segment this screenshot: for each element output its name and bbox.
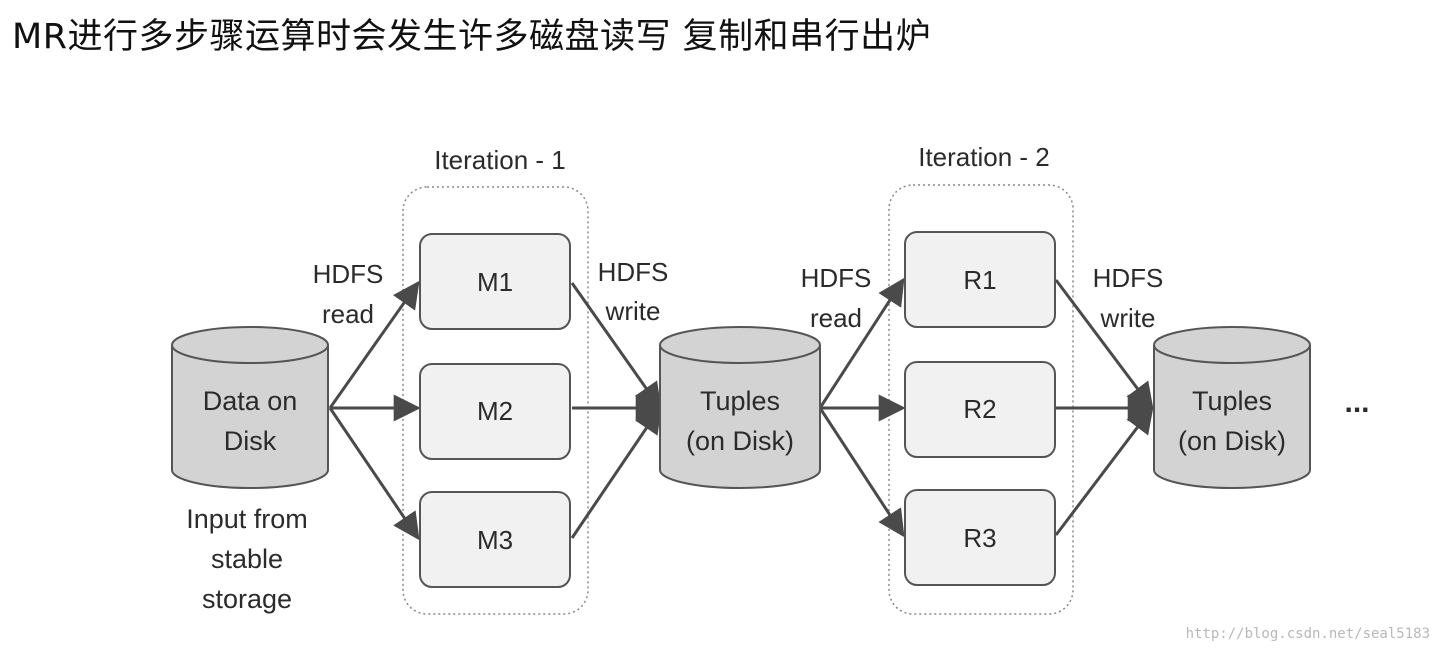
iteration-2-label: Iteration - 2 bbox=[918, 142, 1050, 172]
input-label-line-1: Input from bbox=[186, 504, 308, 534]
node-m3 bbox=[419, 491, 571, 588]
cylinder-2-line-1: Tuples bbox=[700, 386, 780, 416]
cylinder-3-line-1: Tuples bbox=[1192, 386, 1272, 416]
arrows-read-2 bbox=[818, 277, 906, 538]
flow-label-write-2-a: HDFS bbox=[1093, 263, 1164, 293]
cylinder-1-line-2: Disk bbox=[224, 426, 277, 456]
node-r3 bbox=[904, 489, 1056, 586]
input-label-line-2: stable bbox=[211, 544, 283, 574]
iteration-2-nodes bbox=[904, 231, 1056, 586]
node-r2-label: R2 bbox=[963, 394, 996, 424]
node-r1 bbox=[904, 231, 1056, 328]
cylinder-3-line-2: (on Disk) bbox=[1178, 426, 1286, 456]
arrows-write-1 bbox=[570, 282, 663, 539]
cylinder-tuples-2 bbox=[1153, 326, 1311, 489]
cylinder-1-line-1: Data on bbox=[203, 386, 298, 416]
input-label-line-3: storage bbox=[202, 584, 292, 614]
flow-label-read-2-b: read bbox=[810, 303, 862, 333]
node-m1-label: M1 bbox=[477, 267, 513, 297]
watermark: http://blog.csdn.net/seal5183 bbox=[1186, 626, 1430, 642]
node-r2 bbox=[904, 361, 1056, 458]
node-r3-label: R3 bbox=[963, 523, 996, 553]
arrows-write-2 bbox=[1054, 279, 1155, 536]
node-m2-label: M2 bbox=[477, 396, 513, 426]
flow-label-write-1-a: HDFS bbox=[598, 257, 669, 287]
node-m2 bbox=[419, 363, 571, 460]
flow-label-read-1-b: read bbox=[322, 299, 374, 329]
flow-label-read-2-a: HDFS bbox=[801, 263, 872, 293]
continuation-ellipsis: ... bbox=[1344, 386, 1369, 419]
flow-label-read-1-a: HDFS bbox=[313, 259, 384, 289]
node-m3-label: M3 bbox=[477, 525, 513, 555]
cylinder-tuples-1 bbox=[659, 326, 821, 489]
node-m1 bbox=[419, 233, 571, 330]
node-r1-label: R1 bbox=[963, 265, 996, 295]
arrows-read-1 bbox=[328, 280, 421, 541]
flow-label-write-1-b: write bbox=[605, 296, 661, 326]
iteration-1-nodes bbox=[419, 233, 571, 588]
page-title: MR进行多步骤运算时会发生许多磁盘读写 复制和串行出炉 bbox=[12, 17, 932, 57]
cylinder-2-line-2: (on Disk) bbox=[686, 426, 794, 456]
iteration-1-label: Iteration - 1 bbox=[434, 145, 566, 175]
cylinder-data-on-disk bbox=[171, 326, 329, 489]
flow-label-write-2-b: write bbox=[1100, 303, 1156, 333]
